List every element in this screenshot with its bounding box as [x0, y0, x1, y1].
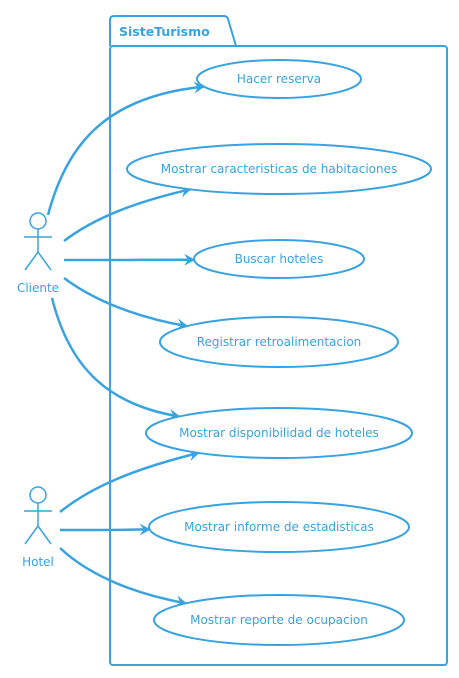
system-title: SisteTurismo: [119, 24, 210, 39]
actor-leg-right: [37, 251, 52, 271]
use-case-ellipse: [145, 407, 413, 459]
use-case-uc6: Mostrar informe de estadisticas: [148, 501, 410, 553]
system-box: [109, 45, 448, 666]
association-cliente-uc5: [50, 297, 181, 421]
use-case-uc5: Mostrar disponibilidad de hoteles: [145, 407, 413, 459]
actor-cliente: [24, 212, 52, 271]
associations: [46, 81, 205, 608]
use-case-label: Buscar hoteles: [235, 252, 324, 266]
system-boundary: SisteTurismo: [109, 15, 448, 666]
use-case-ellipse: [153, 594, 405, 646]
actor-head: [29, 212, 47, 230]
actor-hotel: [24, 486, 52, 545]
use-case-uc4: Registrar retroalimentacion: [159, 316, 399, 368]
association-cliente-uc4: [63, 276, 189, 331]
use-case-label: Hacer reserva: [237, 72, 321, 86]
use-case-uc3: Buscar hoteles: [193, 239, 365, 279]
use-case-uc2: Mostrar caracteristicas de habitaciones: [126, 143, 432, 195]
association-hotel-uc6: [59, 523, 151, 536]
use-case-uc1: Hacer reserva: [196, 59, 362, 99]
package-tab: [109, 15, 237, 47]
use-case-label: Mostrar caracteristicas de habitaciones: [161, 162, 397, 176]
actor-label: Hotel: [22, 555, 54, 569]
association-cliente-uc2: [63, 185, 192, 242]
use-case-ellipse: [196, 59, 362, 99]
association-cliente-uc1: [46, 81, 205, 216]
use-case-uc7: Mostrar reporte de ocupacion: [153, 594, 405, 646]
use-case-label: Mostrar reporte de ocupacion: [190, 613, 368, 627]
use-case-label: Mostrar informe de estadisticas: [184, 520, 374, 534]
actor-label: Cliente: [17, 281, 59, 295]
use-case-label: Registrar retroalimentacion: [197, 335, 362, 349]
association-hotel-uc5: [59, 449, 200, 513]
actor-head: [29, 486, 47, 504]
association-hotel-uc7: [59, 547, 188, 608]
use-case-ellipse: [148, 501, 410, 553]
actor-leg-left: [24, 525, 39, 545]
use-case-ellipse: [193, 239, 365, 279]
use-case-ellipse: [159, 316, 399, 368]
actor-leg-right: [37, 525, 52, 545]
use-case-label: Mostrar disponibilidad de hoteles: [179, 426, 379, 440]
actor-leg-left: [24, 251, 39, 271]
use-case-ellipse: [126, 143, 432, 195]
